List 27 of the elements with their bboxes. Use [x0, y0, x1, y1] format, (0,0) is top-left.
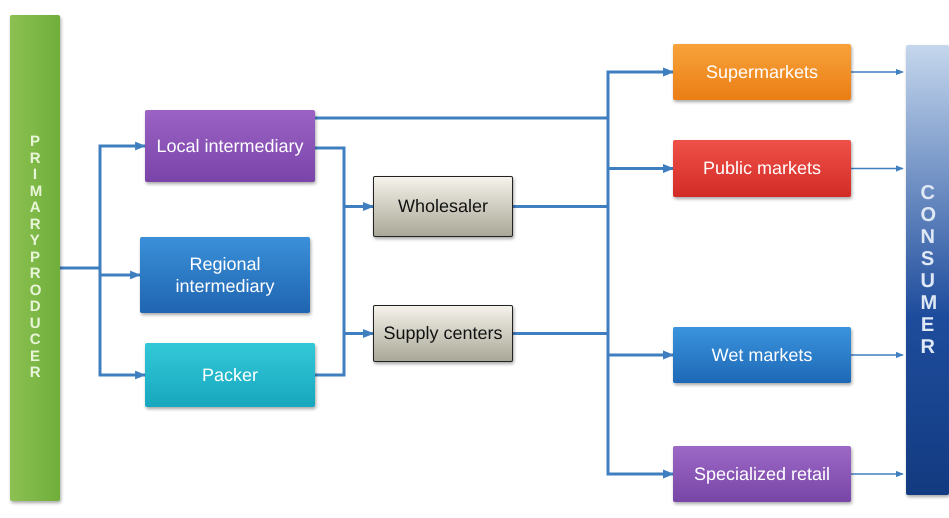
process-box: [145, 110, 315, 182]
box-label: Local intermediary: [156, 134, 304, 158]
side-band: [906, 45, 949, 495]
arrow: [851, 352, 904, 358]
box-label: Supply centers: [383, 322, 503, 345]
process-box: [145, 343, 315, 407]
arrow: [315, 329, 374, 376]
process-box: [673, 140, 851, 197]
box-label: Packer: [202, 364, 258, 386]
box-label: Wet markets: [712, 344, 812, 366]
box-label: Wholesaler: [398, 195, 488, 218]
arrow: [851, 165, 904, 172]
box-label: Regional intermediary: [174, 252, 276, 298]
arrow: [851, 68, 904, 76]
process-box: [673, 327, 851, 383]
process-box: [140, 237, 310, 313]
side-band: [10, 15, 60, 501]
box-label: CONSUMER: [920, 182, 934, 358]
process-box: [373, 305, 513, 362]
process-box: [673, 446, 851, 502]
process-box: [673, 44, 851, 100]
box-label: PRIMARY PRODUCER: [30, 134, 40, 382]
box-label: Specialized retail: [694, 462, 830, 486]
arrow: [851, 470, 904, 478]
box-label: Supermarkets: [706, 60, 818, 84]
process-box: [373, 176, 513, 237]
box-label: Public markets: [702, 157, 822, 180]
